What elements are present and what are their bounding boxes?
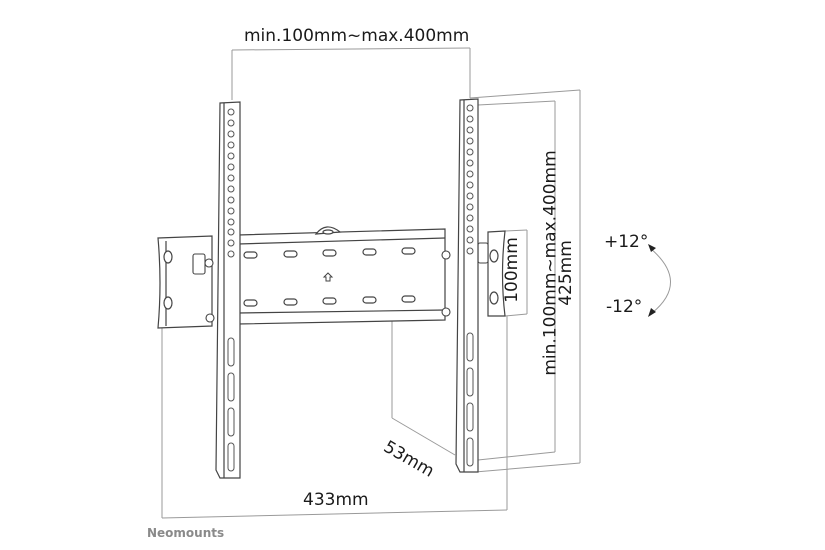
top-width-label: min.100mm~max.400mm [244, 26, 470, 46]
tilt-arrowheads [648, 244, 656, 317]
right-arm-holes [466, 104, 474, 467]
tilt-up-label: +12° [604, 232, 649, 252]
total-width-label: 433mm [303, 490, 369, 510]
up-arrow-icon [322, 272, 334, 282]
tilt-down-label: -12° [606, 297, 643, 317]
center-rail [237, 226, 446, 325]
brand-logo: Neomounts [147, 526, 225, 540]
total-height-label: 425mm [555, 240, 576, 306]
left-arm-holes [227, 108, 235, 472]
tilt-knobs [192, 242, 489, 323]
wall-plate-height-label: 100mm [501, 237, 522, 303]
dimension-lines [161, 47, 671, 519]
